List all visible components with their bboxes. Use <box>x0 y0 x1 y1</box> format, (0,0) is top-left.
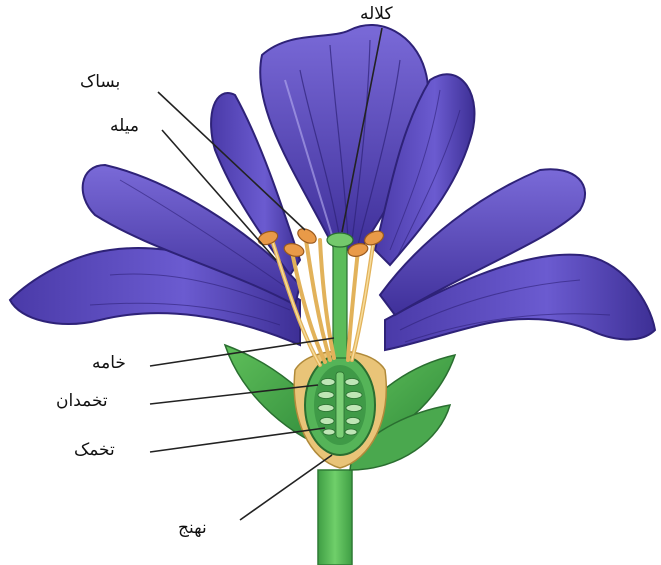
label-stigma: کلاله <box>360 6 393 23</box>
style <box>333 245 347 358</box>
label-filament: میله <box>110 118 139 135</box>
stem <box>318 470 352 565</box>
label-ovule: تخمک <box>74 442 115 459</box>
label-ovary: تخمدان <box>56 393 108 410</box>
label-style: خامه <box>92 355 126 372</box>
label-anther: بساک <box>80 74 120 91</box>
leader-ovule <box>150 428 325 452</box>
stigma <box>327 233 353 247</box>
label-receptacle: نهنج <box>178 520 207 537</box>
